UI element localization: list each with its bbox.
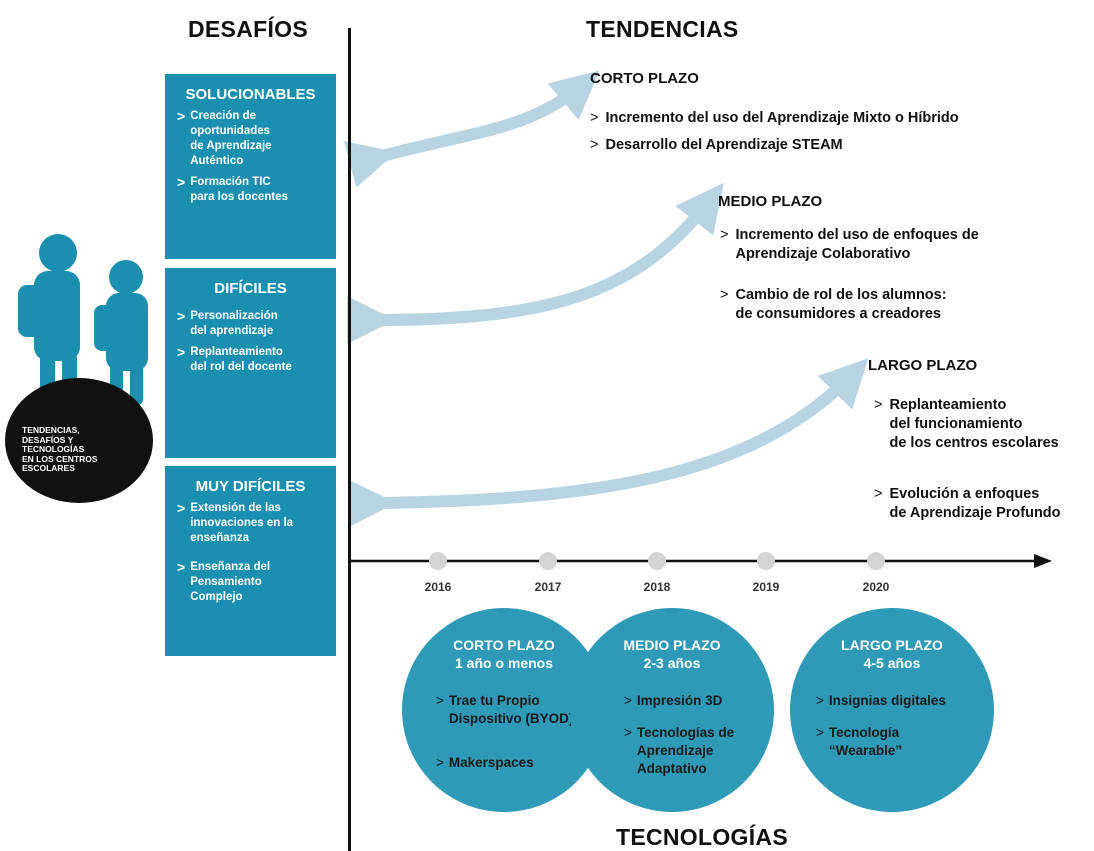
trend-item: > Cambio de rol de los alumnos: de consu… <box>720 287 947 322</box>
timeline-dot <box>429 552 447 570</box>
tech-item: > Impresión 3D <box>624 693 723 708</box>
trend-item: >Incremento del uso del Aprendizaje Mixt… <box>590 110 959 126</box>
logo-text: TENDENCIAS, DESAFÍOS Y TECNOLOGÍAS EN LO… <box>22 425 98 473</box>
year-label: 2019 <box>752 580 780 594</box>
challenge-item: > Extensión de las innovaciones en la en… <box>177 500 294 545</box>
challenge-item: > Enseñanza del Pensamiento Complejo <box>177 559 271 604</box>
year-label: 2020 <box>862 580 890 594</box>
tech-circle-title: CORTO PLAZO 1 año o menos <box>453 637 555 671</box>
trend-item: > Evolución a enfoques de Aprendizaje Pr… <box>874 486 1061 521</box>
challenge-title: SOLUCIONABLES <box>185 86 316 103</box>
timeline-dot <box>648 552 666 570</box>
timeline-dot <box>757 552 775 570</box>
logo-circle <box>5 378 153 503</box>
trend-label-medio: MEDIO PLAZO <box>718 193 823 210</box>
challenge-item: > Personalización del aprendizaje <box>177 308 278 338</box>
challenge-box-solucionables: SOLUCIONABLES > Creación de oportunidade… <box>165 74 336 259</box>
trend-item: > Incremento del uso de enfoques de Apre… <box>720 227 979 262</box>
tech-circle-medio: MEDIO PLAZO 2-3 años > Impresión 3D > Te… <box>570 608 774 812</box>
tech-item: > Insignias digitales <box>816 693 946 708</box>
trend-item: >Desarrollo del Aprendizaje STEAM <box>590 137 843 153</box>
vertical-divider <box>348 28 351 851</box>
tech-circle-largo: LARGO PLAZO 4-5 años > Insignias digital… <box>790 608 994 812</box>
challenge-box-muy-dificiles: MUY DIFÍCILES > Extensión de las innovac… <box>165 466 336 656</box>
tech-item: > Tecnologías de Aprendizaje Adaptativo <box>624 725 735 776</box>
arrow-largo-plazo <box>347 358 869 528</box>
heading-tendencias: TENDENCIAS <box>586 16 739 42</box>
tech-circle-title: MEDIO PLAZO 2-3 años <box>623 637 721 671</box>
tech-item: > Tecnología “Wearable” <box>816 725 903 758</box>
challenge-item: > Replanteamiento del rol del docente <box>177 344 292 374</box>
tech-item: > Makerspaces <box>436 755 534 770</box>
year-label: 2018 <box>643 580 671 594</box>
challenge-item: > Formación TIC para los docentes <box>177 174 288 204</box>
year-label: 2016 <box>424 580 452 594</box>
timeline-axis <box>348 554 1052 568</box>
challenge-title: MUY DIFÍCILES <box>195 478 306 495</box>
heading-tecnologias: TECNOLOGÍAS <box>616 824 788 850</box>
timeline-dot <box>539 552 557 570</box>
tech-circle-title: LARGO PLAZO 4-5 años <box>841 637 943 671</box>
arrow-medio-plazo <box>347 182 724 345</box>
trend-label-largo: LARGO PLAZO <box>868 357 978 374</box>
arrow-corto-plazo <box>344 70 600 188</box>
heading-desafios: DESAFÍOS <box>188 16 308 42</box>
timeline-dot <box>867 552 885 570</box>
trend-item: > Replanteamiento del funcionamiento de … <box>874 397 1059 451</box>
tech-item: > Trae tu Propio Dispositivo (BYOD) <box>436 693 574 726</box>
trend-label-corto: CORTO PLAZO <box>590 70 699 87</box>
challenge-item: > Creación de oportunidades de Aprendiza… <box>177 108 272 168</box>
challenge-title: DIFÍCILES <box>214 280 287 297</box>
challenge-box-dificiles: DIFÍCILES > Personalización del aprendiz… <box>165 268 336 458</box>
year-label: 2017 <box>534 580 562 594</box>
